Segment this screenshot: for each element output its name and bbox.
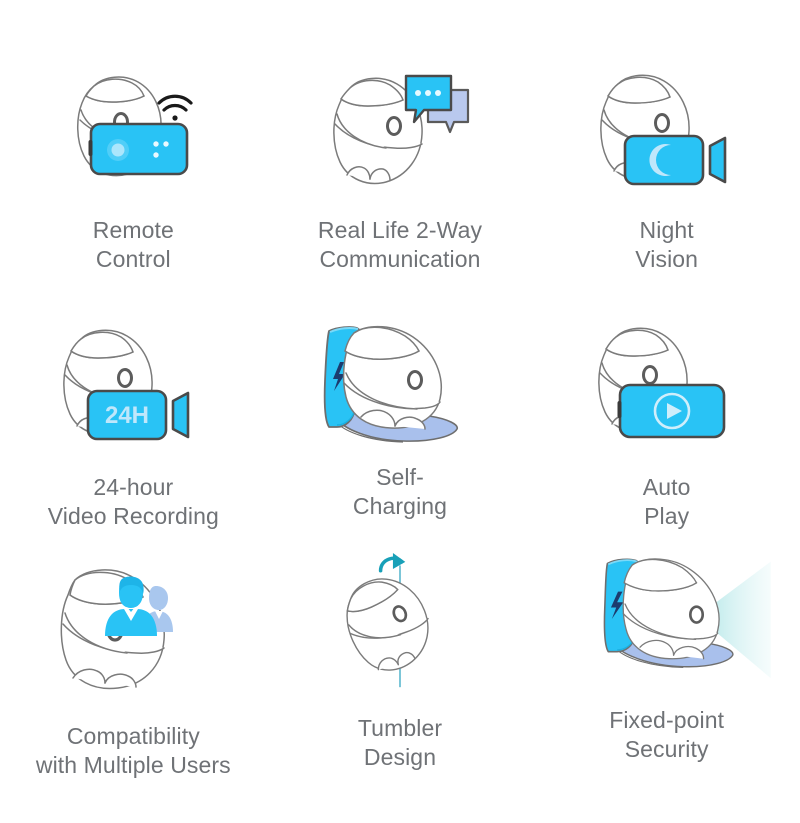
feature-label: Remote Control	[92, 217, 174, 272]
feature-label: Self- Charging	[352, 464, 448, 519]
crescent-moon-icon	[649, 144, 671, 176]
ellipsis-dots-icon	[414, 90, 441, 96]
feature-item-fixed-point-security[interactable]: Fixed-point Security	[533, 558, 800, 823]
feature-item-tumbler-design[interactable]: Tumbler Design	[267, 553, 534, 823]
feature-item-24-hour-video-recording[interactable]: 24H 24-hour Video Recording	[0, 313, 267, 558]
play-button-icon	[653, 392, 690, 430]
feature-label: Tumbler Design	[357, 715, 443, 770]
wifi-signal-icon	[157, 94, 193, 112]
feature-item-remote-control[interactable]: Remote Control	[0, 58, 267, 313]
feature-grid: Remote Control	[0, 58, 800, 778]
video-camera-icon: 24H	[87, 389, 190, 441]
smart-mask-on-dock-with-light-cone-icon	[578, 544, 778, 694]
feature-item-self-charging[interactable]: Self- Charging	[267, 313, 534, 558]
smart-mask-with-phone-remote-and-wifi-icon	[32, 58, 232, 208]
feature-item-auto-play[interactable]: Auto Play	[533, 313, 800, 558]
smart-mask-with-24h-camera-icon: 24H	[33, 313, 233, 463]
wifi-dot-icon	[172, 115, 178, 121]
feature-label: Auto Play	[642, 474, 691, 529]
dial-icon	[107, 139, 130, 161]
smart-mask-with-night-camera-icon	[570, 58, 770, 208]
feature-item-compatibility-with-multiple-users[interactable]: Compatibility with Multiple Users	[0, 558, 267, 823]
light-cone-icon	[697, 561, 771, 679]
keypad-dots-icon	[153, 141, 170, 158]
rotation-arrow-head-icon	[392, 553, 406, 569]
feature-label: Real Life 2-Way Communication	[317, 217, 483, 272]
user-front-icon	[105, 576, 158, 636]
smart-mask-with-two-users-icon	[31, 558, 231, 708]
tilted-smart-mask-with-axis-icon	[300, 546, 500, 696]
smart-mask-with-phone-playback-icon	[572, 313, 772, 463]
video-camera-icon	[623, 134, 726, 186]
feature-label: Fixed-point Security	[609, 707, 725, 762]
feature-label: 24-hour Video Recording	[47, 474, 219, 529]
phone-remote-icon	[88, 122, 189, 176]
phone-icon	[617, 383, 725, 439]
feature-label: Night Vision	[635, 217, 699, 272]
lightning-bolt-icon	[332, 362, 345, 391]
smart-mask-with-chat-bubbles-icon	[302, 58, 502, 208]
feature-label: Compatibility with Multiple Users	[35, 723, 231, 778]
badge-text-24h: 24H	[105, 402, 149, 429]
feature-item-night-vision[interactable]: Night Vision	[533, 58, 800, 313]
chat-bubble-front-icon	[404, 74, 453, 124]
lightning-bolt-icon	[610, 591, 623, 619]
smart-mask-on-charging-dock-icon	[299, 309, 499, 459]
feature-item-real-life-2-way-communication[interactable]: Real Life 2-Way Communication	[267, 58, 534, 313]
